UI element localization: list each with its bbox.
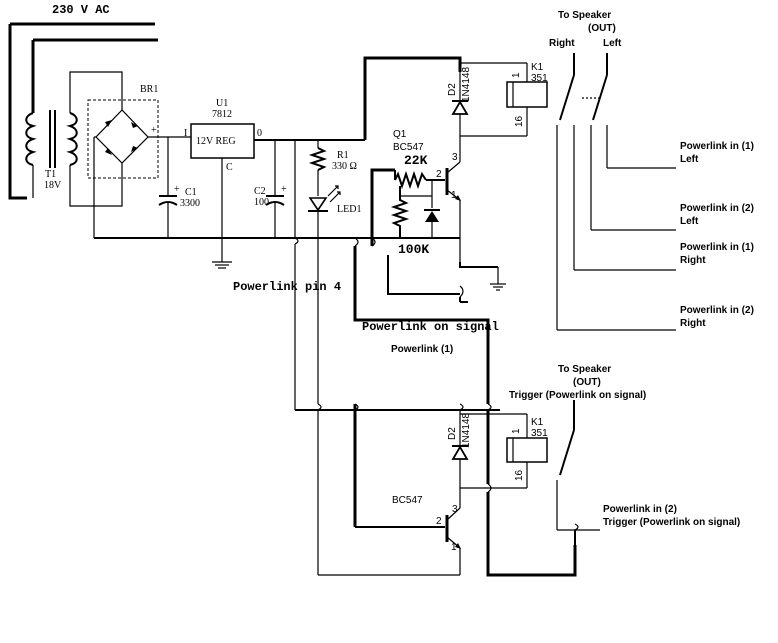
spk-top-title: To Speaker [558,10,611,21]
k1-top-part: 351 [531,73,548,84]
spk-left-label: Left [603,38,622,49]
trig-top-label: Trigger (Powerlink on signal) [509,390,646,401]
q1-pin3: 3 [452,152,458,163]
spk-right-label: Right [549,38,575,49]
r22k-label: 22K [404,153,428,168]
t1-value: 18V [44,180,62,191]
r1-value: 330 Ω [332,161,357,172]
pl-1-label: Powerlink (1) [391,344,453,355]
d2-top-ref: D2 [447,83,458,96]
in2-right-b: Right [680,318,706,329]
k1-top-ref: K1 [531,62,544,73]
capacitor-c2: + C2 100 [254,140,287,238]
k1-bot-part: 351 [531,428,548,439]
q1-pin2: 2 [436,169,442,180]
pl-pin4-label: Powerlink pin 4 [233,280,341,294]
mains-label: 230 V AC [52,3,110,17]
u1-out-pin: 0 [257,128,262,139]
d2-bot-ref: D2 [447,427,458,440]
u1-ref: U1 [216,98,228,109]
k1-bot-ref: K1 [531,417,544,428]
q2-pin3: 3 [452,504,458,515]
d2-bot-part: 1N4148 [461,413,472,448]
br1-label: BR1 [140,84,158,95]
k1-top-pin1: 1 [511,72,522,78]
supply-rail [294,56,462,238]
svg-text:+: + [174,184,180,195]
c2-value: 100 [254,197,269,208]
k1-bot-pin1: 1 [511,428,522,434]
in2-right-a: Powerlink in (2) [680,305,754,316]
r1-ref: R1 [337,150,349,161]
in2-trig-b: Trigger (Powerlink on signal) [603,517,740,528]
led1-label: LED1 [337,204,361,215]
u1-common-pin: C [226,162,233,173]
spk-top-out: (OUT) [588,23,616,34]
in2-trig-a: Powerlink in (2) [603,504,677,515]
relay-top: D2 1N4148 K1 351 1 16 [447,62,548,137]
q2-part: BC547 [392,495,423,506]
in1-left-b: Left [680,154,699,165]
in1-left-a: Powerlink in (1) [680,141,754,152]
q2-stage: BC547 2 3 1 [355,495,461,575]
in2-left-b: Left [680,216,699,227]
bridge-rectifier-br1: BR1 + [87,84,168,179]
r100k-label: 100K [398,242,429,257]
powerlink-wiring: Powerlink pin 4 Powerlink on signal Powe… [233,237,506,410]
q2-pin1: 1 [451,542,457,553]
q1-ref: Q1 [393,129,407,140]
c1-ref: C1 [185,187,197,198]
u1-body: 12V REG [196,136,236,147]
regulator-u1: U1 7812 12V REG I 0 C [168,98,365,269]
pl-on-signal-label: Powerlink on signal [362,320,499,334]
relay-bottom: D2 1N4148 K1 351 1 16 [447,410,548,505]
mains-input: 230 V AC [8,3,158,200]
in1-right-b: Right [680,255,706,266]
in1-right-a: Powerlink in (1) [680,242,754,253]
q1-part: BC547 [393,142,424,153]
svg-text:+: + [281,184,287,195]
q1-pin1: 1 [451,190,457,201]
spk-bot-out: (OUT) [573,377,601,388]
q2-pin2: 2 [436,516,442,527]
in2-left-a: Powerlink in (2) [680,203,754,214]
speaker-switch-top: To Speaker (OUT) Right Left Powerlink in… [549,10,754,331]
r1-led1: R1 330 Ω LED1 [308,140,361,238]
svg-text:+: + [151,125,157,136]
u1-in-pin: I [184,128,187,139]
k1-bot-pin16: 16 [514,469,525,481]
t1-ref: T1 [45,169,56,180]
k1-top-pin16: 16 [514,115,525,127]
speaker-switch-bottom: To Speaker (OUT) Trigger (Powerlink on s… [509,364,740,545]
c1-value: 3300 [180,198,200,209]
c2-ref: C2 [254,186,266,197]
d2-top-part: 1N4148 [461,67,472,102]
capacitor-c1: + C1 3300 [158,137,200,238]
q1-stage: Q1 BC547 22K 2 3 1 100K [370,128,461,257]
spk-bot-title: To Speaker [558,364,611,375]
transformer-t1: T1 18V [25,71,123,207]
u1-part: 7812 [212,109,232,120]
